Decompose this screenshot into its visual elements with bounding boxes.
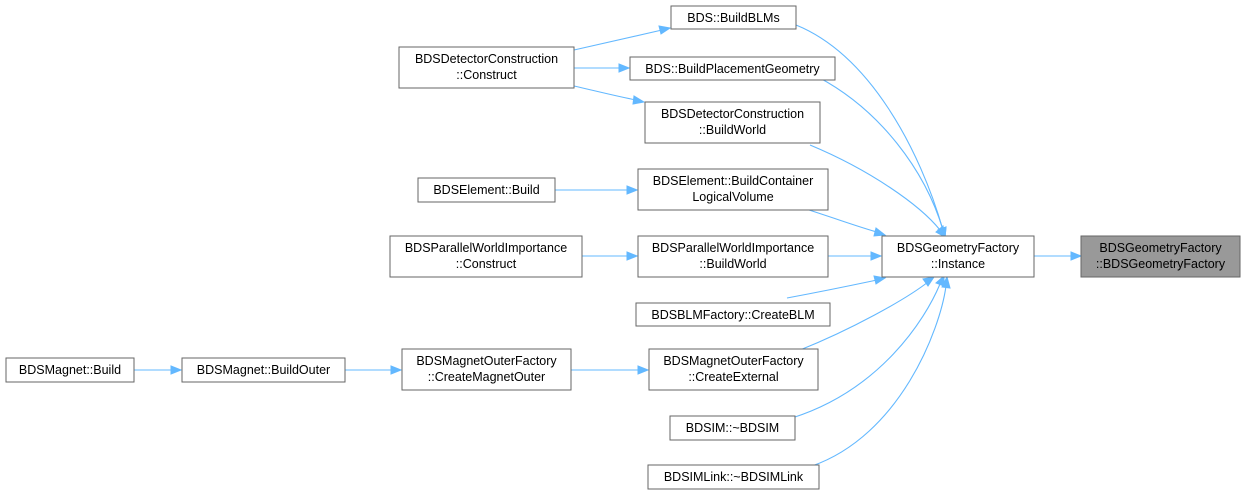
edge-bdsimlinkdtor-to-instance — [811, 275, 951, 467]
svg-text:::Instance: ::Instance — [931, 257, 985, 271]
node-magnetouterfactory-createexternal[interactable]: BDSMagnetOuterFactory ::CreateExternal — [648, 348, 819, 391]
svg-text:BDSElement::Build: BDSElement::Build — [433, 183, 539, 197]
svg-text:BDSDetectorConstruction: BDSDetectorConstruction — [415, 52, 558, 66]
edge-pwiconstruct-to-pwibuildworld — [582, 251, 639, 261]
svg-text:::Construct: ::Construct — [456, 68, 517, 82]
svg-text:BDSIM::~BDSIM: BDSIM::~BDSIM — [686, 421, 779, 435]
svg-text:BDSDetectorConstruction: BDSDetectorConstruction — [661, 107, 804, 121]
node-detectorconstruction-construct[interactable]: BDSDetectorConstruction ::Construct — [398, 46, 575, 89]
node-bds-buildblms[interactable]: BDS::BuildBLMs — [670, 5, 797, 30]
node-magnetouterfactory-createmagnetouter[interactable]: BDSMagnetOuterFactory ::CreateMagnetOute… — [401, 348, 572, 391]
node-detectorconstruction-buildworld[interactable]: BDSDetectorConstruction ::BuildWorld — [644, 101, 821, 144]
svg-text:::BuildWorld: ::BuildWorld — [699, 257, 766, 271]
svg-text:BDSGeometryFactory: BDSGeometryFactory — [1099, 241, 1222, 255]
edge-detconstruct-to-detbuildworld — [573, 85, 646, 105]
svg-text:BDSMagnetOuterFactory: BDSMagnetOuterFactory — [663, 354, 804, 368]
node-parallelworldimportance-buildworld[interactable]: BDSParallelWorldImportance ::BuildWorld — [637, 235, 829, 278]
svg-text:::BuildWorld: ::BuildWorld — [699, 123, 766, 137]
node-bds-buildplacementgeometry[interactable]: BDS::BuildPlacementGeometry — [629, 56, 836, 81]
edge-elementcontainer-to-instance — [805, 208, 887, 237]
node-bdsimlink-destructor[interactable]: BDSIMLink::~BDSIMLink — [647, 464, 820, 490]
edge-magnetbuild-to-buildouter — [134, 365, 183, 375]
svg-text:BDSBLMFactory::CreateBLM: BDSBLMFactory::CreateBLM — [651, 308, 814, 322]
edge-pwibuildworld-to-instance — [828, 251, 883, 261]
svg-text:BDSMagnetOuterFactory: BDSMagnetOuterFactory — [416, 354, 557, 368]
svg-text:::CreateExternal: ::CreateExternal — [688, 370, 778, 384]
svg-text:LogicalVolume: LogicalVolume — [692, 190, 773, 204]
node-parallelworldimportance-construct[interactable]: BDSParallelWorldImportance ::Construct — [389, 235, 583, 278]
svg-text:::CreateMagnetOuter: ::CreateMagnetOuter — [428, 370, 545, 384]
svg-text:BDS::BuildBLMs: BDS::BuildBLMs — [687, 11, 779, 25]
node-element-build[interactable]: BDSElement::Build — [417, 177, 556, 203]
edge-detbuildworld-to-instance — [809, 144, 946, 238]
node-element-buildcontainerlogicalvolume[interactable]: BDSElement::BuildContainer LogicalVolume — [637, 168, 829, 211]
node-bdsim-destructor[interactable]: BDSIM::~BDSIM — [669, 415, 796, 441]
edge-detconstruct-to-buildblms — [573, 25, 672, 51]
svg-text:BDSMagnet::BuildOuter: BDSMagnet::BuildOuter — [197, 363, 330, 377]
svg-text:BDSGeometryFactory: BDSGeometryFactory — [897, 241, 1020, 255]
svg-text:BDSMagnet::Build: BDSMagnet::Build — [19, 363, 121, 377]
svg-text:BDSElement::BuildContainer: BDSElement::BuildContainer — [653, 174, 814, 188]
svg-text:BDS::BuildPlacementGeometry: BDS::BuildPlacementGeometry — [645, 62, 820, 76]
node-geometryfactory-ctor: BDSGeometryFactory ::BDSGeometryFactory — [1080, 235, 1241, 278]
svg-text:BDSParallelWorldImportance: BDSParallelWorldImportance — [405, 241, 567, 255]
edge-createmagnetouter-to-createexternal — [571, 365, 650, 375]
node-blmfactory-createblm[interactable]: BDSBLMFactory::CreateBLM — [635, 302, 831, 327]
edge-detconstruct-to-buildplacement — [574, 63, 631, 73]
edge-createexternal-to-instance — [799, 276, 936, 351]
edge-createblm-to-instance — [786, 275, 887, 299]
svg-text:::BDSGeometryFactory: ::BDSGeometryFactory — [1096, 257, 1226, 271]
edge-instance-to-ctor — [1034, 251, 1083, 261]
edge-buildouter-to-createmagnetouter — [345, 365, 403, 375]
edge-elementbuild-to-elementcontainer — [555, 185, 639, 195]
node-geometryfactory-instance[interactable]: BDSGeometryFactory ::Instance — [881, 235, 1035, 278]
node-magnet-build[interactable]: BDSMagnet::Build — [5, 357, 135, 383]
edge-bdsimdtor-to-instance — [791, 274, 945, 419]
svg-text:BDSIMLink::~BDSIMLink: BDSIMLink::~BDSIMLink — [664, 470, 804, 484]
node-magnet-buildouter[interactable]: BDSMagnet::BuildOuter — [181, 357, 346, 383]
svg-text:::Construct: ::Construct — [456, 257, 517, 271]
svg-text:BDSParallelWorldImportance: BDSParallelWorldImportance — [652, 241, 814, 255]
